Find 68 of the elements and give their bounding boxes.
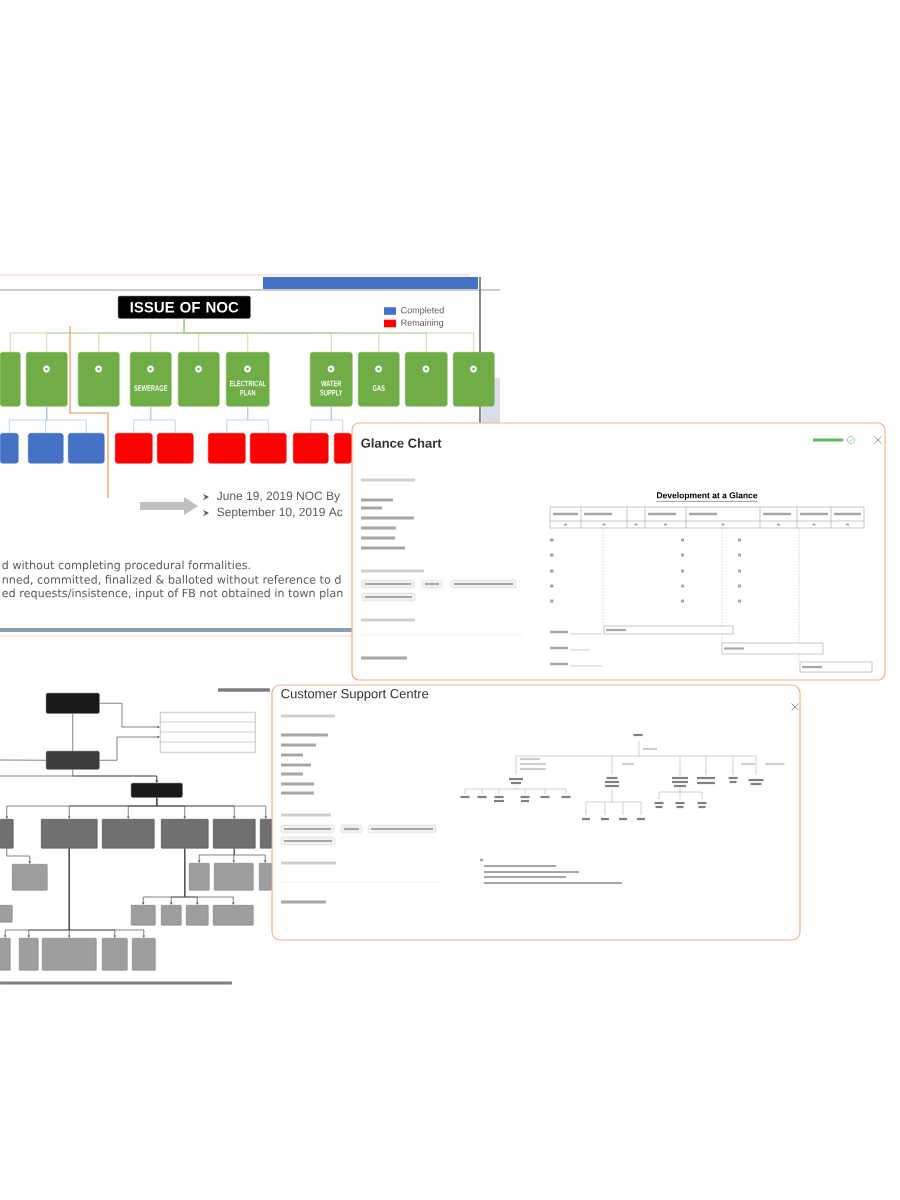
paragraph-text: ed requests/insistence, input of FB not obtained in town plan (2, 588, 343, 600)
legend-label: Completed (401, 306, 444, 316)
org-box (46, 751, 100, 770)
category-box (405, 352, 448, 407)
org-box (132, 938, 156, 971)
connector-line (46, 406, 87, 434)
status-box (0, 433, 19, 464)
org-box (12, 864, 48, 891)
connector-line (183, 318, 475, 353)
org-box (46, 693, 100, 714)
org-box (0, 819, 14, 849)
org-box (189, 863, 210, 891)
org-box (0, 905, 13, 923)
org-box (259, 863, 272, 891)
arrow (68, 848, 145, 938)
arrow (0, 775, 158, 783)
arrow (233, 848, 267, 863)
title-box: ISSUE OF NOC (118, 296, 251, 319)
status-box (293, 433, 329, 464)
category-box (26, 352, 68, 407)
legend-label: Remaining (401, 319, 444, 328)
paragraph-text: nned, committed, finalized & balloted without reference to d (2, 575, 341, 585)
paragraph-text: d without completing procedural formalities. (2, 560, 250, 572)
org-box (213, 905, 254, 926)
status-box (68, 433, 105, 464)
status-box (28, 433, 64, 464)
arrow (156, 797, 267, 819)
chart-title: Development at a Glance (656, 492, 758, 502)
category-box: WATER SUPPLY (310, 352, 353, 407)
org-box (42, 938, 97, 971)
arrow (99, 735, 160, 761)
org-box (186, 905, 209, 926)
org-box (161, 819, 209, 849)
org-box (0, 938, 11, 971)
org-box (102, 819, 155, 849)
org-box (131, 905, 156, 926)
connector-line (330, 406, 344, 434)
connector-line (72, 713, 74, 752)
org-box (102, 938, 128, 971)
category-box: GAS (358, 352, 400, 407)
org-box (161, 905, 182, 926)
category-box (453, 352, 495, 407)
category-box: ELECTRICAL PLAN (226, 352, 270, 407)
org-box (131, 783, 183, 798)
category-box (78, 352, 120, 407)
org-box (214, 863, 254, 891)
status-box (250, 433, 287, 464)
org-box (41, 819, 98, 849)
status-box (334, 433, 352, 464)
org-box (260, 819, 272, 849)
connector-line (0, 759, 47, 761)
window-title: Customer Support Centre (281, 689, 429, 701)
arrow (99, 702, 160, 729)
connector-line (247, 406, 269, 434)
status-box (157, 433, 194, 464)
org-box (213, 819, 256, 849)
connector-line (150, 406, 176, 434)
category-box: SEWERAGE (130, 352, 172, 407)
window-title: Glance Chart (361, 438, 442, 448)
category-box (0, 352, 21, 407)
status-box (208, 433, 246, 464)
arrow (184, 848, 235, 905)
category-box (178, 352, 220, 407)
bullet-text: September 10, 2019 Ac (217, 507, 343, 519)
bullet-text: June 19, 2019 NOC By (216, 491, 341, 503)
org-box (19, 938, 39, 971)
arrow (6, 848, 31, 864)
status-box (115, 433, 153, 464)
